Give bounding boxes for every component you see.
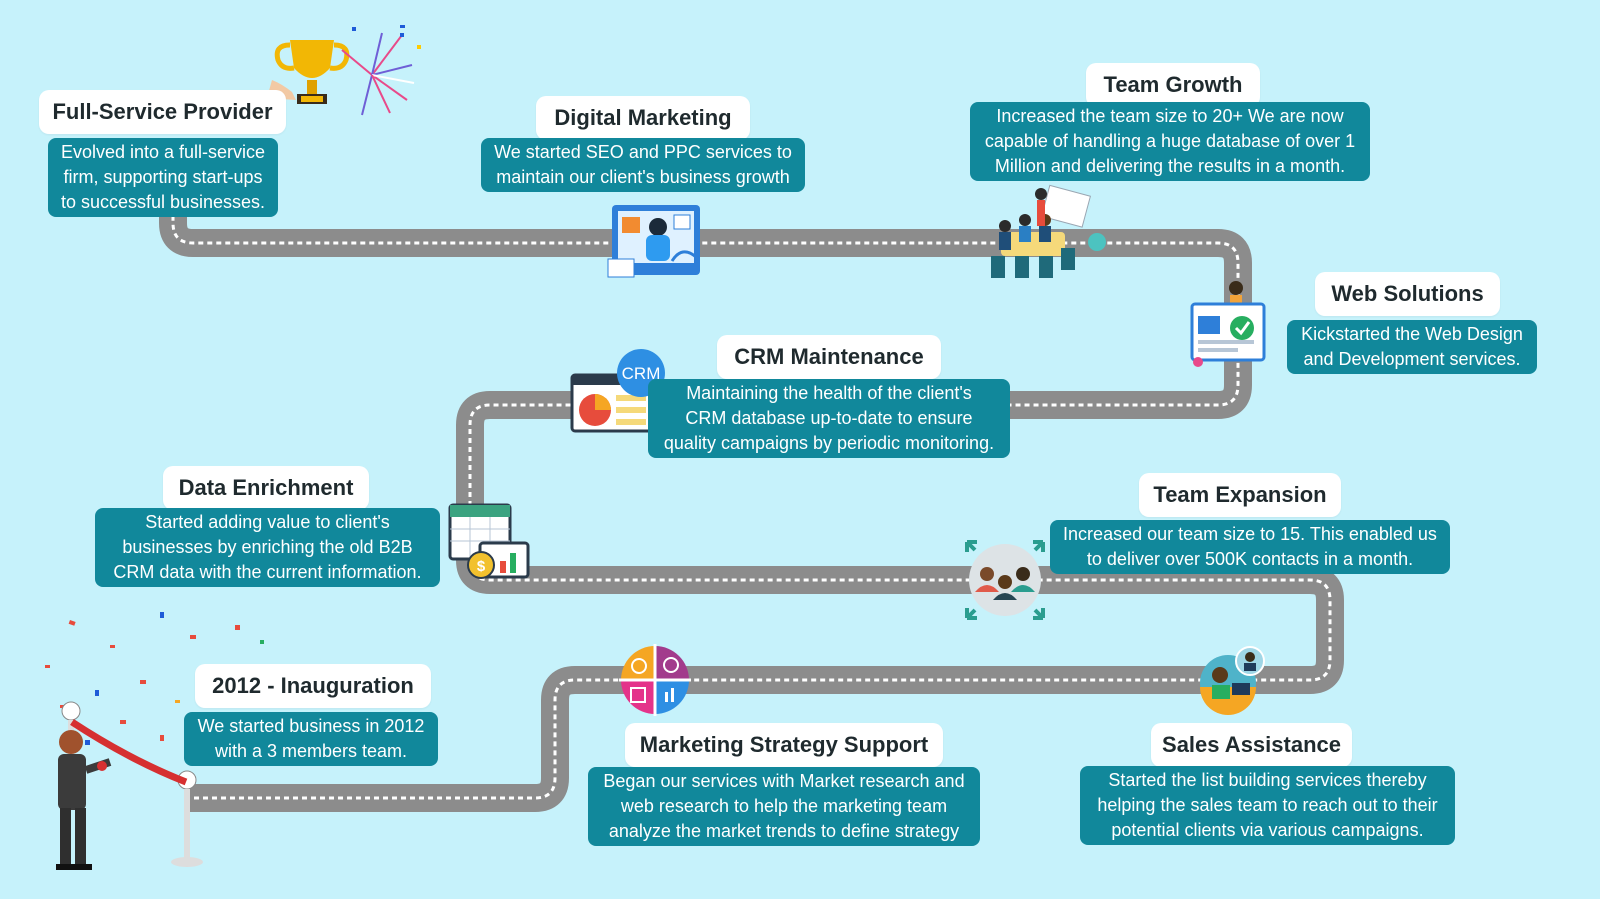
desc-line: analyze the market trends to define stra…: [608, 821, 960, 841]
milestone-title-full-service: Full-Service Provider: [39, 90, 286, 134]
desc-line: CRM data with the current information.: [113, 562, 422, 582]
milestone-title-sales-assistance: Sales Assistance: [1151, 723, 1352, 767]
desc-line: businesses by enriching the old B2B: [122, 537, 413, 557]
milestone-title-inauguration: 2012 - Inauguration: [195, 664, 431, 708]
desc-line: Increased the team size to 20+ We are no…: [996, 106, 1344, 126]
desc-line: Began our services with Market research …: [603, 771, 965, 791]
milestone-title-marketing-strategy: Marketing Strategy Support: [625, 723, 943, 767]
desc-line: quality campaigns by periodic monitoring…: [663, 433, 995, 453]
milestone-title-team-expansion: Team Expansion: [1139, 473, 1341, 517]
dollar-symbol: $: [477, 558, 486, 575]
milestone-desc-crm-maintenance: Maintaining the health of the client's C…: [648, 379, 1010, 458]
crm-illustration: CRM: [570, 349, 665, 433]
desc-line: CRM database up-to-date to ensure: [685, 408, 973, 428]
milestone-title-crm-maintenance: CRM Maintenance: [717, 335, 941, 379]
data-enrichment-illustration: $: [448, 503, 530, 579]
desc-line: Increased our team size to 15. This enab…: [1063, 524, 1437, 544]
milestone-desc-digital-marketing: We started SEO and PPC services to maint…: [481, 138, 805, 192]
milestone-title-web-solutions: Web Solutions: [1315, 272, 1500, 316]
desc-line: firm, supporting start-ups: [63, 167, 263, 187]
desc-line: with a 3 members team.: [214, 741, 408, 761]
ribbon-cutting-man: [56, 701, 203, 870]
team-meeting-illustration: [991, 184, 1106, 278]
desc-line: We started business in 2012: [197, 716, 425, 736]
milestone-desc-sales-assistance: Started the list building services there…: [1080, 766, 1455, 845]
digital-marketing-illustration: [607, 205, 700, 278]
desc-line: Kickstarted the Web Design: [1301, 324, 1523, 344]
desc-line: Evolved into a full-service: [60, 142, 266, 162]
team-expansion-icon: [965, 540, 1045, 620]
crm-badge-text: CRM: [622, 364, 661, 383]
milestone-desc-inauguration: We started business in 2012 with a 3 mem…: [184, 712, 438, 766]
milestone-desc-web-solutions: Kickstarted the Web Design and Developme…: [1287, 320, 1537, 374]
marketing-strategy-icon: [619, 644, 691, 716]
milestone-desc-team-expansion: Increased our team size to 15. This enab…: [1050, 520, 1450, 574]
desc-line: capable of handling a huge database of o…: [984, 131, 1356, 151]
sales-assistance-icon: [1200, 646, 1265, 715]
trophy-icon: [267, 40, 350, 104]
desc-line: Million and delivering the results in a …: [994, 156, 1346, 176]
milestone-desc-team-growth: Increased the team size to 20+ We are no…: [970, 102, 1370, 181]
desc-line: maintain our client's business growth: [496, 167, 790, 187]
desc-line: helping the sales team to reach out to t…: [1097, 795, 1438, 815]
desc-line: and Development services.: [1303, 349, 1521, 369]
desc-line: web research to help the marketing team: [620, 796, 948, 816]
desc-line: Started adding value to client's: [145, 512, 390, 532]
fireworks-icon: [341, 25, 421, 116]
milestone-desc-data-enrichment: Started adding value to client's busines…: [95, 508, 440, 587]
web-solutions-illustration: [1190, 281, 1266, 367]
desc-line: to successful businesses.: [60, 192, 266, 212]
milestone-title-data-enrichment: Data Enrichment: [163, 466, 369, 510]
desc-line: potential clients via various campaigns.: [1111, 820, 1424, 840]
desc-line: Started the list building services there…: [1108, 770, 1427, 790]
milestone-title-team-growth: Team Growth: [1086, 63, 1260, 107]
milestone-title-digital-marketing: Digital Marketing: [536, 96, 750, 140]
milestone-desc-full-service: Evolved into a full-service firm, suppor…: [48, 138, 278, 217]
desc-line: We started SEO and PPC services to: [494, 142, 792, 162]
milestone-desc-marketing-strategy: Began our services with Market research …: [588, 767, 980, 846]
desc-line: to deliver over 500K contacts in a month…: [1086, 549, 1414, 569]
desc-line: Maintaining the health of the client's: [686, 383, 972, 403]
